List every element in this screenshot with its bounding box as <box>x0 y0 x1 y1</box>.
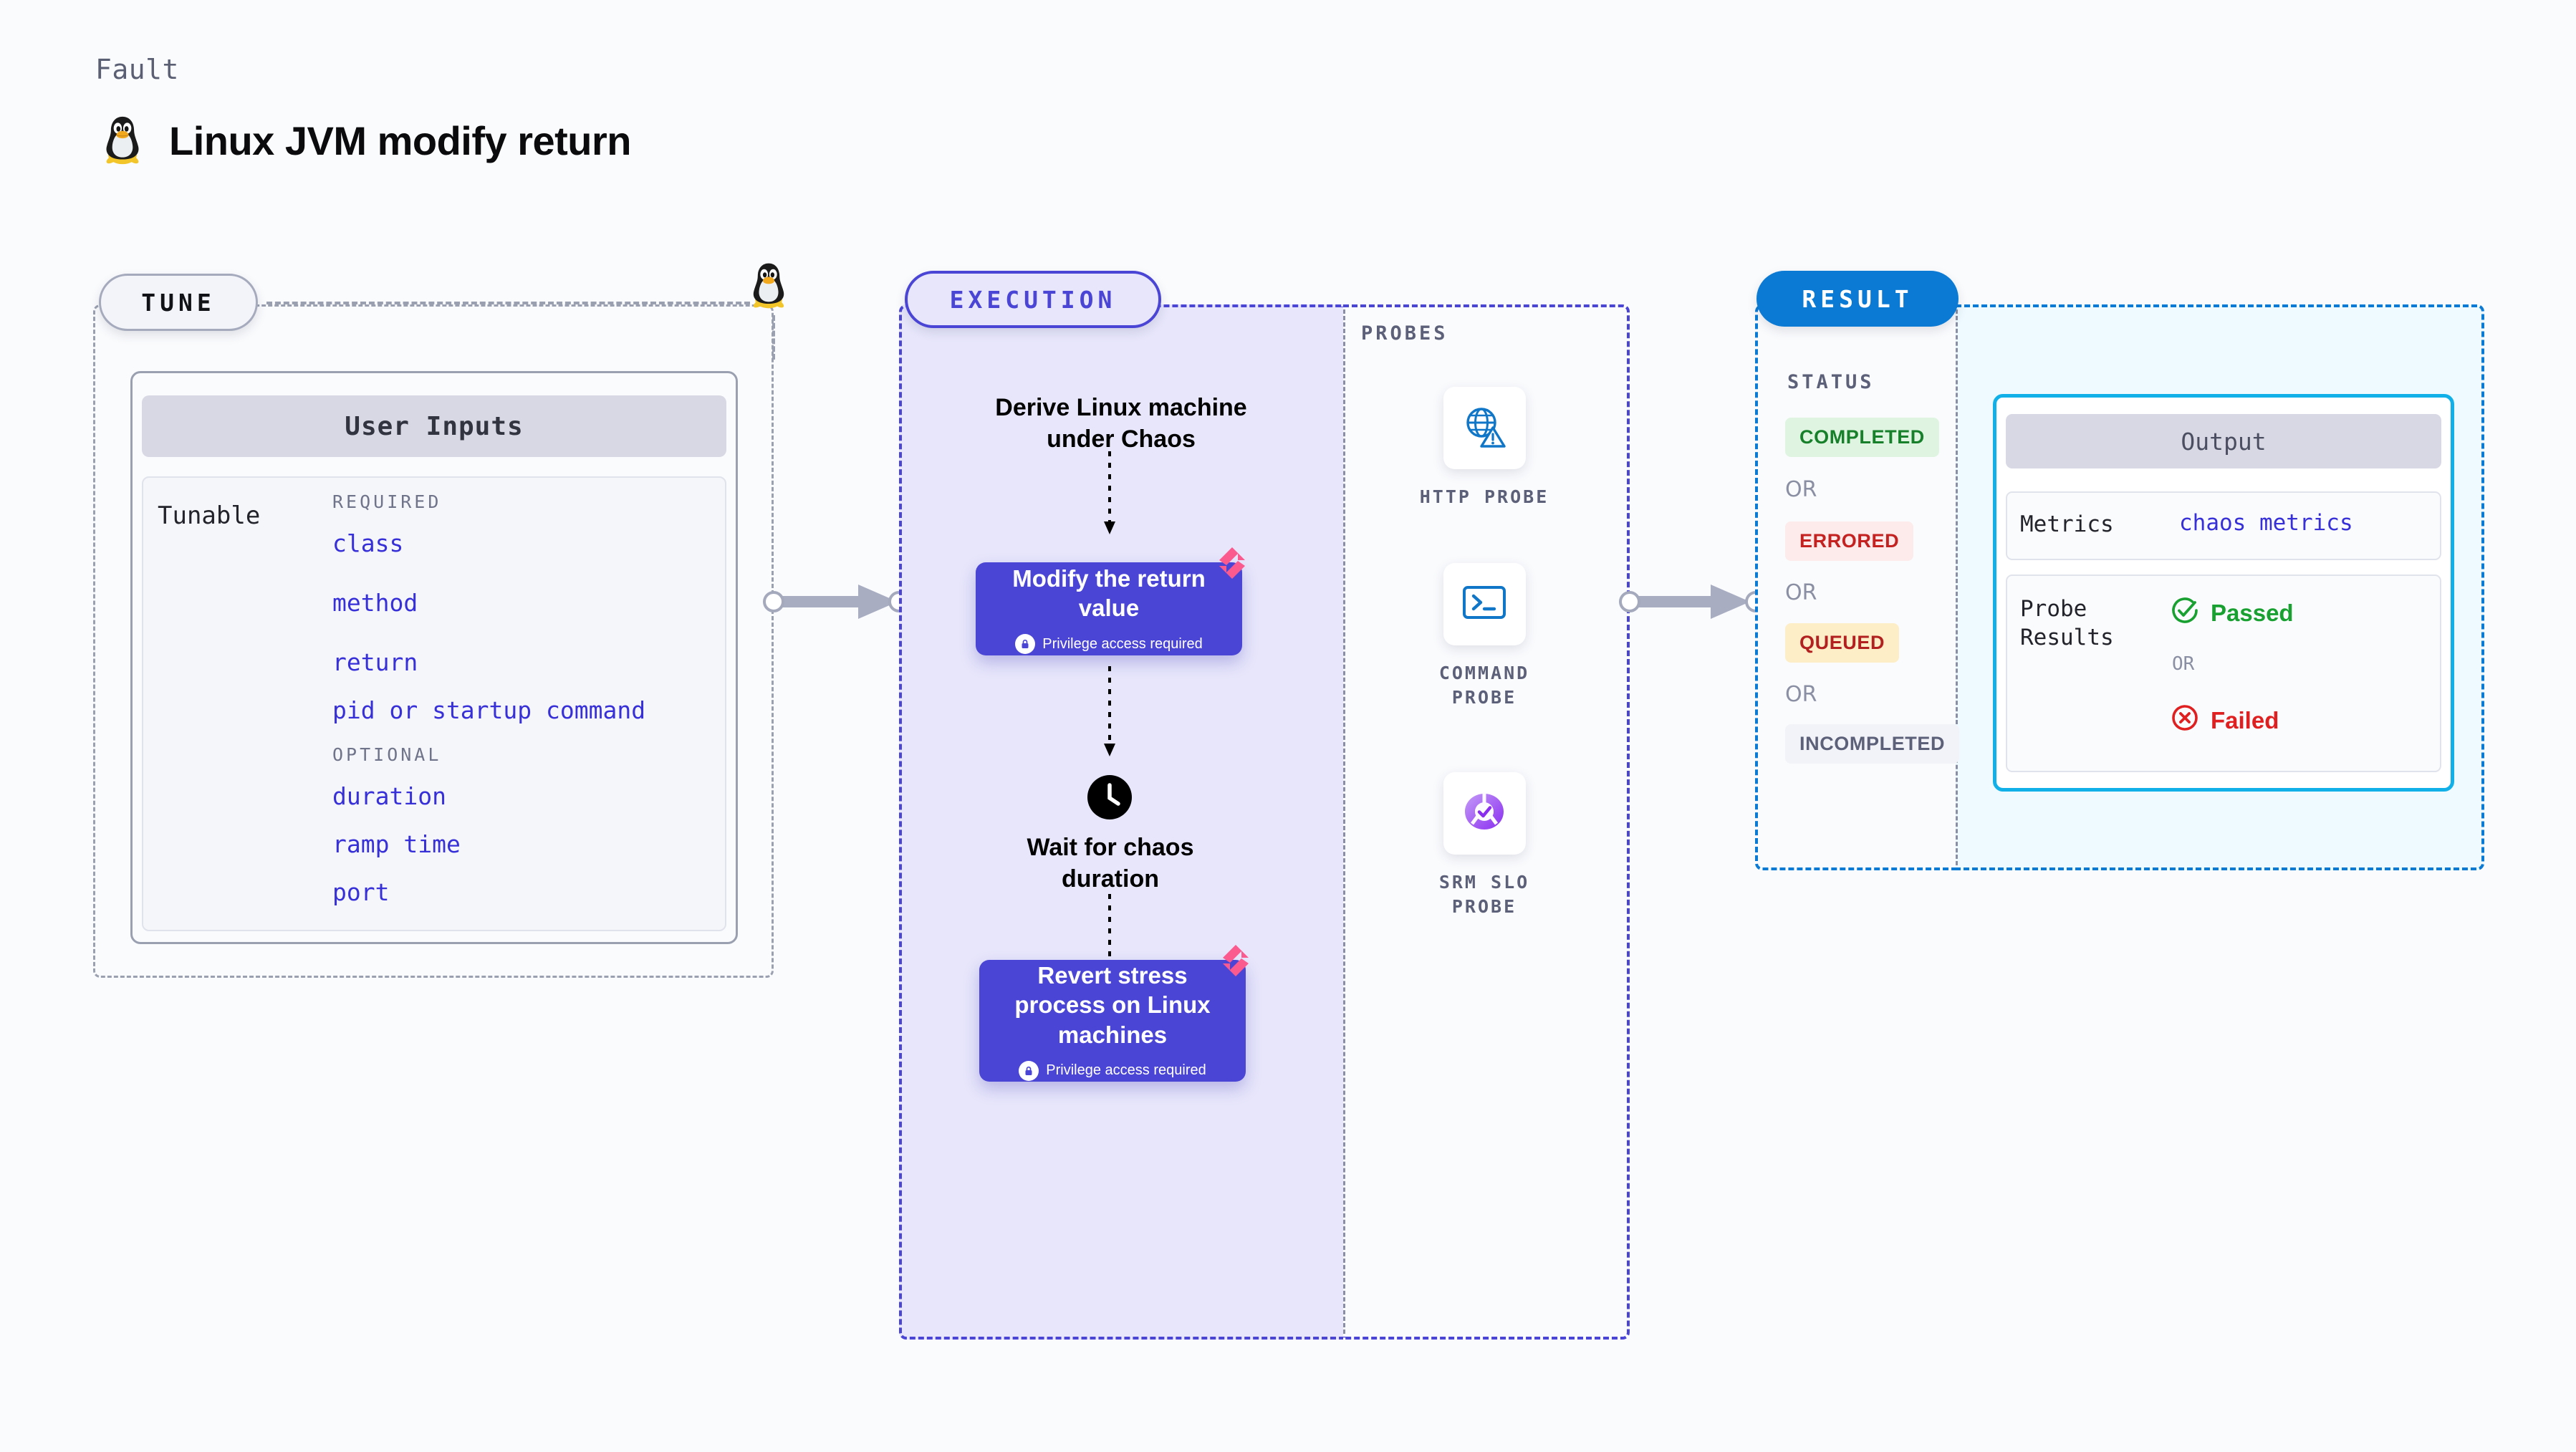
execution-node-title: Modify the return value <box>1012 564 1206 621</box>
output-probe-result-or: OR <box>2172 653 2195 675</box>
connector-execution-to-result <box>1621 582 1772 625</box>
status-badge-label: COMPLETED <box>1799 426 1925 448</box>
status-or-1: OR <box>1785 477 1817 502</box>
connector-dot-probes-out <box>1619 591 1640 612</box>
probe-tile <box>1443 563 1526 645</box>
status-badge-label: ERRORED <box>1799 530 1900 552</box>
tunable-row-label: Tunable <box>158 501 261 530</box>
fault-kicker-label: Fault <box>95 54 179 85</box>
execution-node-revert-stress-process[interactable]: Revert stress process on Linux machines … <box>979 960 1246 1082</box>
output-metrics-value[interactable]: chaos metrics <box>2179 510 2353 536</box>
output-probe-results-row <box>2006 574 2441 772</box>
page-title: Linux JVM modify return <box>169 117 632 163</box>
execution-node-title: Revert stress process on Linux machines <box>1014 962 1211 1048</box>
execution-node-privilege-note: Privilege access required <box>1015 634 1203 655</box>
status-or-2: OR <box>1785 580 1817 605</box>
execution-arrow-1 <box>1100 451 1119 541</box>
tunable-item-port[interactable]: port <box>332 878 390 906</box>
result-inner-divider <box>1956 309 1958 865</box>
clock-icon <box>1087 775 1132 823</box>
tunable-item-ramp-time[interactable]: ramp time <box>332 830 461 858</box>
tune-tux-dashed-drop <box>772 315 775 360</box>
probe-label: SRM SLO PROBE <box>1438 872 1530 917</box>
status-badge-incompleted: INCOMPLETED <box>1785 724 1960 764</box>
probes-caption: PROBES <box>1361 322 1448 345</box>
status-caption: STATUS <box>1787 371 1875 393</box>
status-badge-completed: COMPLETED <box>1785 418 1939 457</box>
srm-slo-icon <box>1461 789 1507 837</box>
execution-probes-divider <box>1343 309 1345 1334</box>
stage-pill-execution[interactable]: EXECUTION <box>905 271 1161 328</box>
execution-node-privilege-note: Privilege access required <box>1019 1060 1206 1081</box>
execution-node-modify-return-value[interactable]: Modify the return value Privilege access… <box>976 562 1242 655</box>
lock-icon <box>1015 634 1036 655</box>
execution-node-note-text: Privilege access required <box>1042 635 1203 652</box>
harness-chaos-logo-icon <box>1213 544 1251 585</box>
execution-arrow-2 <box>1100 666 1119 763</box>
status-badge-queued: QUEUED <box>1785 623 1900 663</box>
execution-step-wait-for-chaos-duration: Wait for chaos duration <box>1027 834 1194 893</box>
tunable-group-required-title: REQUIRED <box>332 491 442 512</box>
connector-dot-tune-out <box>763 591 784 612</box>
lock-icon <box>1019 1060 1039 1081</box>
output-metrics-label: Metrics <box>2020 511 2114 537</box>
status-or-3: OR <box>1785 682 1817 707</box>
probe-label: COMMAND PROBE <box>1438 663 1530 708</box>
output-failed-label: Failed <box>2211 707 2279 734</box>
output-card-title: Output <box>2006 414 2441 468</box>
result-status-panel <box>1755 304 1956 870</box>
probe-item-srm-slo[interactable]: SRM SLO PROBE <box>1413 772 1556 919</box>
probe-tile <box>1443 772 1526 855</box>
user-inputs-title: User Inputs <box>142 395 726 457</box>
tunable-item-method[interactable]: method <box>332 589 418 617</box>
harness-chaos-logo-icon <box>1217 942 1254 983</box>
probe-tile <box>1443 387 1526 469</box>
tune-linux-tux-icon <box>748 261 789 314</box>
output-passed-label: Passed <box>2211 600 2294 626</box>
tunable-item-return[interactable]: return <box>332 648 418 676</box>
probe-label: HTTP PROBE <box>1419 486 1549 507</box>
execution-panel <box>899 304 1343 1340</box>
tunable-group-optional-title: OPTIONAL <box>332 744 442 765</box>
probe-item-http[interactable]: HTTP PROBE <box>1413 387 1556 509</box>
fault-title-row: Linux JVM modify return <box>100 115 632 166</box>
stage-pill-result[interactable]: RESULT <box>1756 271 1959 327</box>
status-badge-label: QUEUED <box>1799 632 1885 653</box>
linux-tux-icon <box>100 115 145 166</box>
tunable-list: REQUIRED class method return pid or star… <box>332 491 719 926</box>
x-circle-icon <box>2171 703 2199 738</box>
globe-alert-icon <box>1461 403 1507 453</box>
check-circle-icon <box>2171 596 2199 630</box>
output-metrics-row <box>2006 491 2441 560</box>
execution-step-derive-machine: Derive Linux machine under Chaos <box>995 394 1247 453</box>
tunable-item-class[interactable]: class <box>332 529 404 557</box>
tunable-body <box>142 476 726 931</box>
tunable-item-pid-or-startup-command[interactable]: pid or startup command <box>332 696 646 724</box>
probe-item-command[interactable]: COMMAND PROBE <box>1413 563 1556 710</box>
stage-pill-tune[interactable]: TUNE <box>99 274 258 331</box>
status-badge-errored: ERRORED <box>1785 521 1914 561</box>
terminal-icon <box>1462 585 1506 624</box>
tune-header-dashed-line <box>266 302 750 304</box>
output-probe-result-passed: Passed <box>2171 596 2294 630</box>
tunable-item-duration[interactable]: duration <box>332 782 446 810</box>
output-probe-result-failed: Failed <box>2171 703 2279 738</box>
status-badge-label: INCOMPLETED <box>1799 733 1946 754</box>
connector-tune-to-execution <box>772 582 915 625</box>
execution-node-note-text: Privilege access required <box>1046 1062 1206 1079</box>
